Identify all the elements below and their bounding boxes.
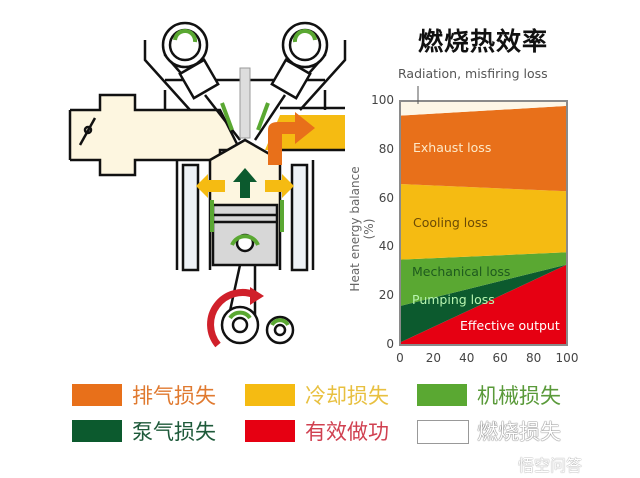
legend-label: 机械损失: [477, 384, 561, 408]
mechanical-arrows: [173, 29, 317, 327]
y-tick-label: 20: [378, 288, 394, 303]
output-rotation-arrow: [207, 288, 257, 348]
engine-diagram: [68, 21, 347, 348]
legend-label: 燃烧损失: [477, 420, 561, 444]
x-tick-label: 20: [425, 351, 442, 365]
legend-swatch: [72, 384, 122, 406]
legend-label: 有效做功: [305, 420, 389, 444]
figure-title: 燃烧热效率: [418, 27, 549, 56]
plot-frame: [399, 100, 568, 346]
y-tick-label: 40: [378, 239, 394, 254]
x-tick-label: 80: [525, 351, 542, 365]
area-pumping-loss: [400, 264, 567, 343]
legend-label: 冷却损失: [305, 384, 389, 408]
y-tick-label: 0: [386, 337, 394, 351]
legend-swatch: [245, 420, 295, 442]
area-label: Effective output: [460, 318, 560, 333]
legend-swatch: [417, 420, 469, 444]
x-tick-label: 60: [492, 351, 508, 365]
area-effective-output: [400, 264, 567, 345]
throttle-valve: [78, 117, 97, 146]
area-radiation-misfiring-loss: [400, 101, 567, 116]
y-tick-label: 100: [371, 93, 394, 107]
x-tick-label: 40: [459, 351, 475, 365]
x-tick-label: 100: [555, 351, 579, 365]
area-exhaust-loss: [400, 105, 567, 192]
area-label: Mechanical loss: [412, 264, 511, 279]
pumping-arrow: [233, 168, 257, 198]
cooling-arrow-right: [265, 174, 294, 198]
radiation-annotation: Radiation, misfiring loss: [398, 66, 548, 81]
legend-swatch: [72, 420, 122, 442]
area-label: Cooling loss: [413, 215, 488, 230]
legend-swatch: [417, 384, 467, 406]
spark-plug: [239, 67, 251, 139]
stacked-area-chart: [399, 86, 568, 346]
legend-swatch: [245, 384, 295, 406]
watermark: 悟空问答: [518, 456, 583, 475]
area-label: Exhaust loss: [413, 140, 492, 155]
area-cooling-loss: [400, 183, 567, 260]
area-label: Pumping loss: [412, 292, 495, 307]
y-tick-label: 80: [378, 141, 394, 156]
cooling-arrow-left: [196, 174, 225, 198]
legend-label: 排气损失: [132, 384, 216, 408]
area-mechanical-loss: [400, 252, 567, 306]
legend-label: 泵气损失: [132, 420, 216, 444]
y-tick-label: 60: [378, 190, 394, 205]
exhaust-arrow: [268, 112, 315, 165]
x-tick-label: 0: [396, 351, 404, 365]
